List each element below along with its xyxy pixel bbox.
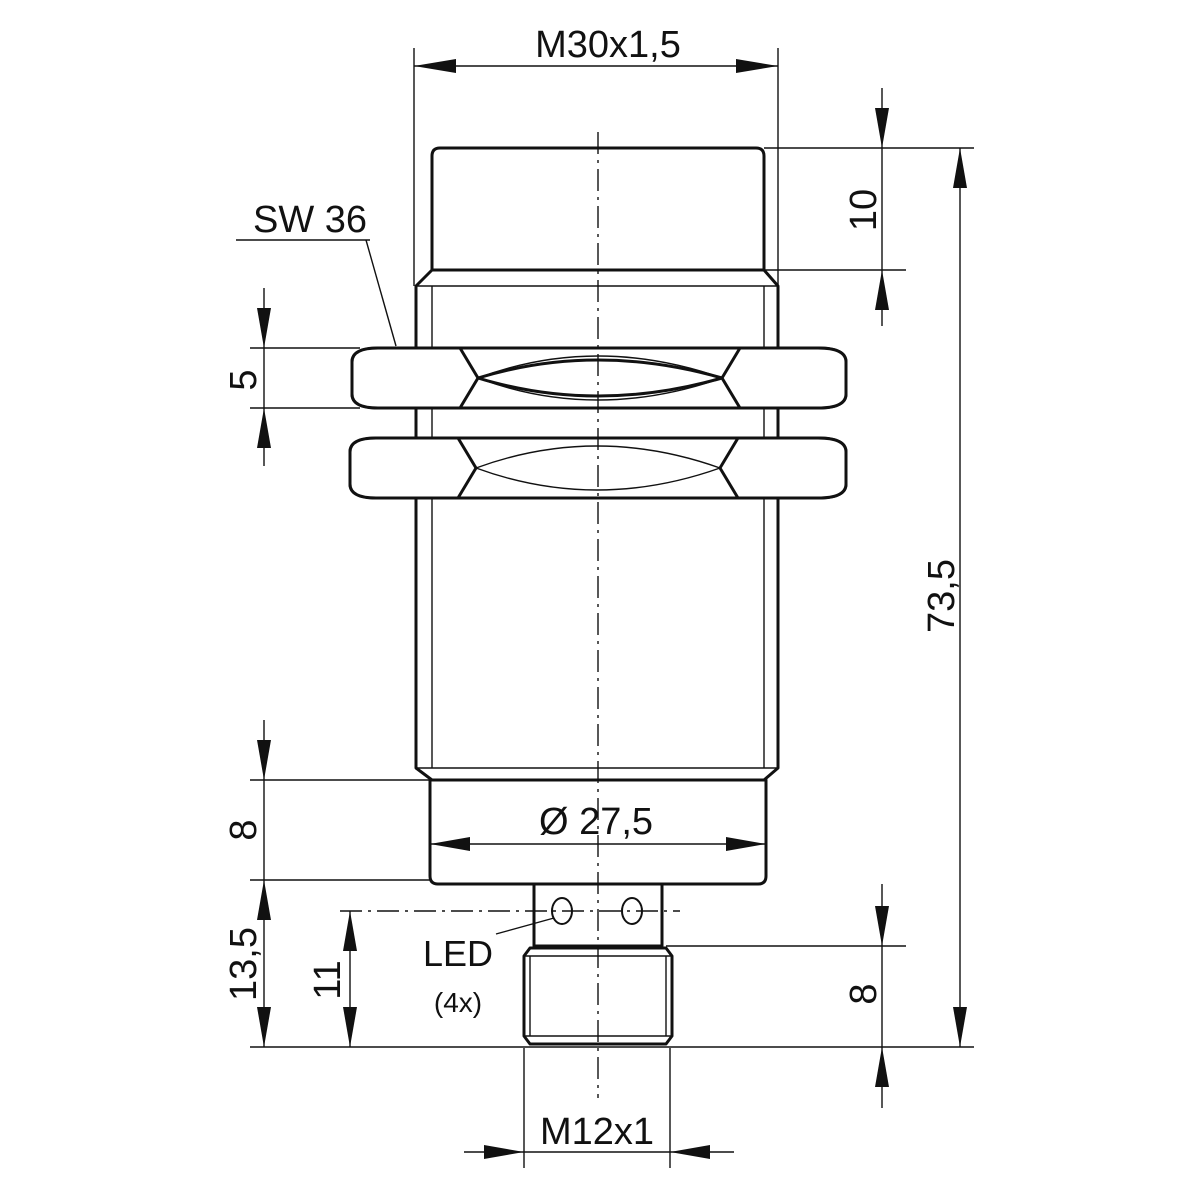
dim-rear-diameter: Ø 27,5 [430, 801, 766, 851]
dim-led-height: 11 [307, 911, 357, 1047]
dim-wrench-size-label: SW 36 [253, 199, 367, 241]
dim-connector-thread-length-label: 8 [843, 983, 885, 1004]
dim-front-length-label: 10 [843, 189, 885, 231]
extension-lines [250, 48, 974, 1168]
hex-nut-upper [350, 346, 848, 410]
dim-thread-main-label: M30x1,5 [535, 24, 681, 66]
dim-thread-main: M30x1,5 [414, 24, 778, 73]
led-annotation: LED (4x) [423, 917, 555, 1018]
dim-nut-thickness: 5 [223, 288, 271, 466]
dim-connector-thread: M12x1 [464, 1111, 734, 1159]
dim-led-height-label: 11 [307, 960, 349, 999]
dim-connector-thread-label: M12x1 [540, 1111, 654, 1153]
rear-collar [428, 778, 768, 886]
dim-rear-collar-label: 8 [223, 819, 265, 840]
dim-rear-collar: 8 [223, 720, 271, 880]
dim-overall-length-label: 73,5 [921, 559, 963, 633]
dim-connector-thread-length: 8 [843, 884, 889, 1108]
dim-wrench-size: SW 36 [236, 199, 397, 347]
dim-nut-thickness-label: 5 [223, 369, 265, 390]
dim-front-length: 10 [843, 88, 889, 326]
sensor-body [414, 146, 780, 1046]
dim-connector-length: 13,5 [223, 880, 271, 1047]
dim-connector-length-label: 13,5 [223, 927, 265, 1001]
led-label: LED [423, 933, 493, 974]
dim-rear-diameter-label: Ø 27,5 [539, 801, 653, 843]
dim-overall-length: 73,5 [921, 148, 967, 1047]
led-count-label: (4x) [434, 987, 482, 1018]
